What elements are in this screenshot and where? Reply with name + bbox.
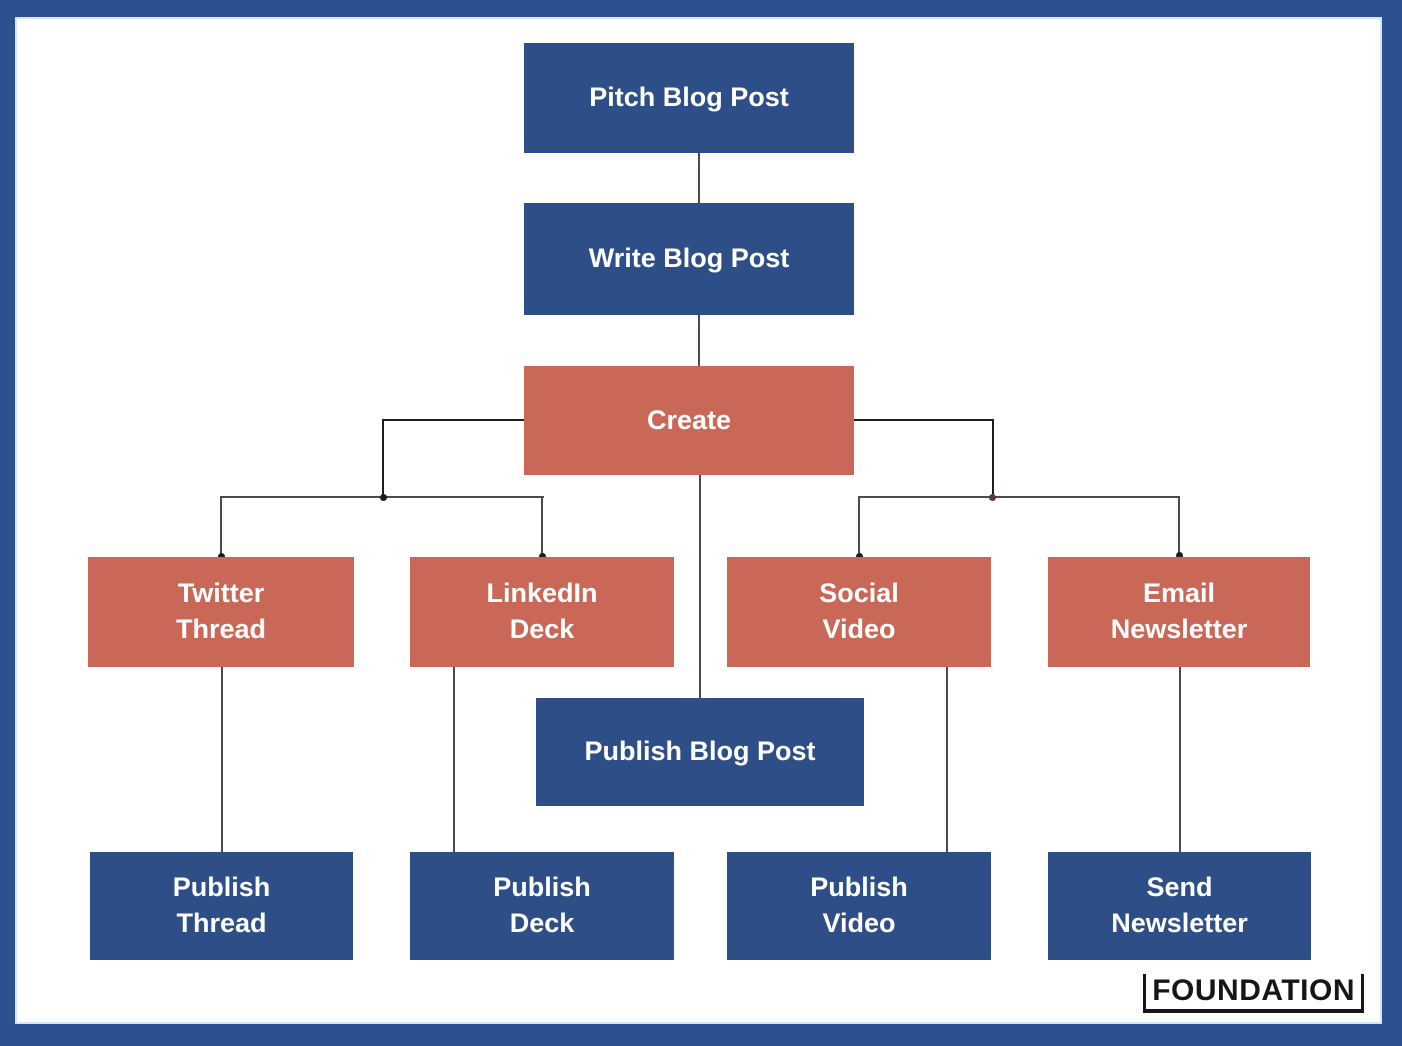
foundation-logo: FOUNDATION bbox=[1143, 974, 1364, 1013]
edge-email-to-send-newsletter bbox=[1179, 667, 1181, 852]
node-label: Twitter Thread bbox=[175, 578, 267, 644]
node-publish-video: Publish Video bbox=[727, 852, 991, 960]
edge-rail-to-email bbox=[1178, 496, 1180, 557]
junction-dot-right bbox=[989, 494, 996, 501]
edge-create-right-branch-v bbox=[992, 419, 994, 497]
anchor-dot-social bbox=[856, 553, 863, 560]
node-pitch-blog-post: Pitch Blog Post bbox=[524, 43, 854, 153]
node-label: Social Video bbox=[819, 578, 899, 644]
node-publish-thread: Publish Thread bbox=[90, 852, 353, 960]
node-publish-blog-post: Publish Blog Post bbox=[536, 698, 864, 806]
edge-linkedin-to-publish-deck bbox=[453, 667, 455, 852]
edge-create-right-branch-h bbox=[853, 419, 994, 421]
edge-rail-to-linkedin bbox=[541, 496, 543, 557]
anchor-dot-twitter bbox=[218, 553, 225, 560]
node-label: Write Blog Post bbox=[588, 243, 790, 274]
node-label: Publish Video bbox=[810, 872, 908, 938]
edge-create-to-publish-blog bbox=[699, 475, 701, 698]
node-create: Create bbox=[524, 366, 854, 475]
anchor-dot-email bbox=[1176, 552, 1183, 559]
node-publish-deck: Publish Deck bbox=[410, 852, 674, 960]
node-label: Publish Thread bbox=[172, 872, 271, 938]
node-label: Pitch Blog Post bbox=[589, 82, 789, 113]
node-email-newsletter: Email Newsletter bbox=[1048, 557, 1310, 667]
edge-twitter-to-publish-thread bbox=[221, 667, 223, 852]
node-label: Email Newsletter bbox=[1110, 578, 1248, 644]
edge-create-left-branch-v bbox=[382, 419, 384, 497]
edge-social-to-publish-video bbox=[946, 667, 948, 852]
node-label: Publish Blog Post bbox=[584, 736, 816, 767]
node-linkedin-deck: LinkedIn Deck bbox=[410, 557, 674, 667]
junction-dot-left bbox=[380, 494, 387, 501]
node-send-newsletter: Send Newsletter bbox=[1048, 852, 1311, 960]
node-label: Create bbox=[646, 404, 732, 435]
edge-create-left-branch-h bbox=[383, 419, 524, 421]
node-label: LinkedIn Deck bbox=[486, 578, 598, 644]
node-label: Send Newsletter bbox=[1111, 872, 1248, 938]
anchor-dot-linkedin bbox=[539, 553, 546, 560]
node-label: Publish Deck bbox=[493, 872, 591, 938]
edge-right-rail bbox=[858, 496, 1180, 498]
edge-rail-to-twitter bbox=[220, 496, 222, 557]
edge-rail-to-social bbox=[858, 496, 860, 557]
node-social-video: Social Video bbox=[727, 557, 991, 667]
edge-pitch-to-write bbox=[698, 153, 700, 203]
node-twitter-thread: Twitter Thread bbox=[88, 557, 354, 667]
node-write-blog-post: Write Blog Post bbox=[524, 203, 854, 315]
edge-write-to-create bbox=[698, 315, 700, 366]
